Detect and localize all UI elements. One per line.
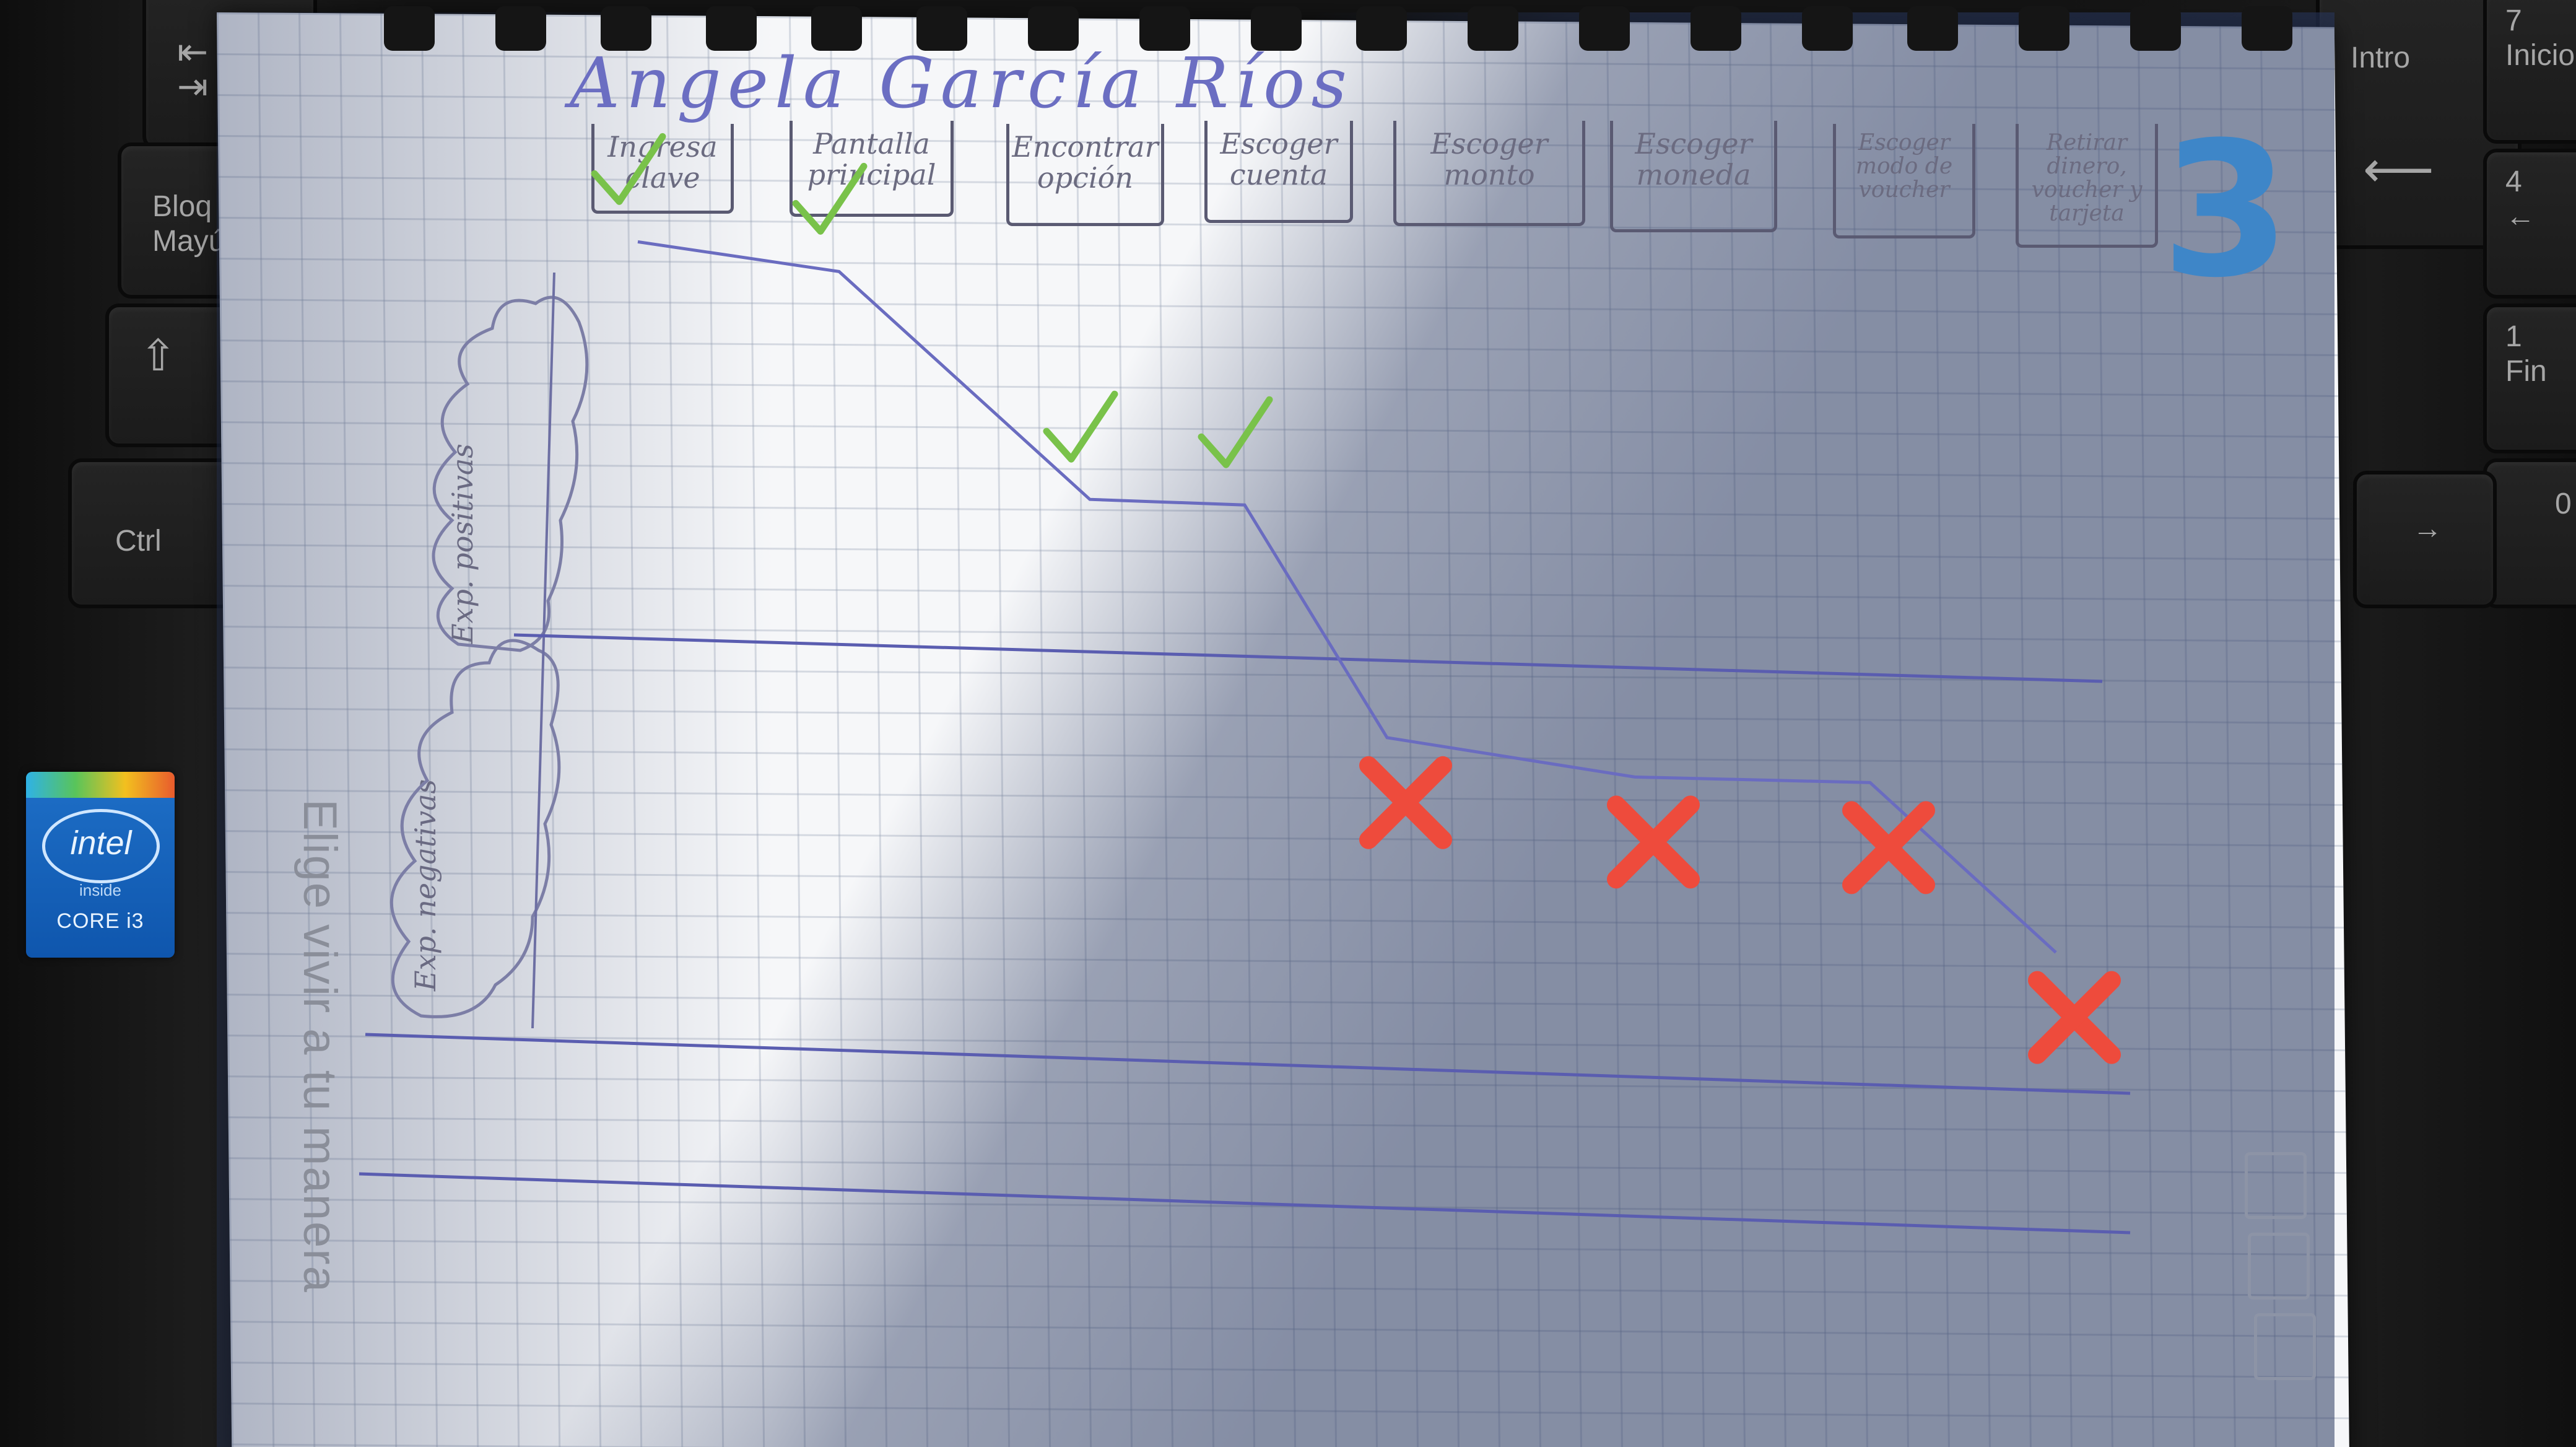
journey-layer <box>591 133 2121 1064</box>
page-checkbox <box>2248 1233 2310 1300</box>
intel-core-text: CORE i3 <box>56 909 144 933</box>
key-numpad-0: 0 <box>2483 458 2576 608</box>
check-mark-icon <box>1198 396 1273 468</box>
key-tab-label: ⇤ ⇥ <box>177 31 209 107</box>
key-shift-label: ⇧ <box>140 331 176 380</box>
key-ctrl-label: Ctrl <box>115 525 162 557</box>
spiral-hole <box>811 6 862 51</box>
key-numpad-4-label: 4 ← <box>2505 165 2535 233</box>
intel-badge: intel inside CORE i3 <box>26 772 175 958</box>
key-numpad-7: 7 Inicio <box>2483 0 2576 144</box>
intel-logo: intel <box>42 809 160 883</box>
spiral-hole <box>384 6 435 51</box>
x-mark-icon <box>2028 971 2121 1064</box>
key-enter-label: Intro <box>2351 42 2411 74</box>
negative-cloud-outline <box>389 639 561 1018</box>
guide-line <box>359 1172 2131 1235</box>
spiral-hole <box>1251 6 1302 51</box>
y-axis-line <box>531 272 555 1029</box>
spiral-hole <box>1907 6 1958 51</box>
check-mark-icon <box>591 133 666 205</box>
enter-arrow: ⟵ <box>2363 142 2434 197</box>
key-numpad-7-label: 7 Inicio <box>2505 4 2575 72</box>
check-mark-icon <box>1043 390 1118 463</box>
spiral-hole <box>1690 6 1741 51</box>
spiral-hole <box>601 6 651 51</box>
spiral-hole <box>1356 6 1407 51</box>
page-checkbox <box>2245 1152 2307 1219</box>
intel-inside-text: inside <box>79 881 121 899</box>
journey-line <box>637 240 2057 954</box>
stage-box-retirar-dinero: Retirar dinero, voucher y tarjeta <box>2016 124 2158 248</box>
spiral-hole <box>2242 6 2292 51</box>
x-mark-stroke <box>1607 795 1700 889</box>
stage-box-ingresa-clave: Ingresa clave <box>591 124 734 214</box>
stage-box-encontrar-opcion: Encontrar opción <box>1006 124 1164 226</box>
baseline-neutral <box>513 633 2103 683</box>
author-name: Angela García Ríos <box>570 43 1353 124</box>
x-mark-stroke <box>1842 801 1935 894</box>
x-mark-icon <box>1842 801 1935 894</box>
positive-cloud-outline <box>432 295 589 652</box>
spiral-hole <box>1139 6 1190 51</box>
spiral-hole <box>1028 6 1079 51</box>
spiral-hole <box>1579 6 1630 51</box>
spiral-hole <box>1468 6 1518 51</box>
stage-box-pantalla-principal: Pantalla principal <box>790 121 954 217</box>
spiral-hole <box>916 6 967 51</box>
key-numpad-1-label: 1 Fin <box>2505 320 2547 388</box>
x-mark-icon <box>1607 795 1700 889</box>
x-mark-stroke <box>2028 971 2121 1064</box>
key-numpad-1: 1 Fin <box>2483 304 2576 453</box>
key-right-arrow: → <box>2353 471 2497 608</box>
spiral-hole <box>2130 6 2181 51</box>
key-numpad-0-label: 0 <box>2555 487 2572 520</box>
stage-box-escoger-monto: Escoger monto <box>1393 121 1585 226</box>
guide-line <box>365 1033 2131 1095</box>
stage-box-escoger-modo-voucher: Escoger modo de voucher <box>1833 124 1975 238</box>
key-right-arrow-label: → <box>2413 512 2442 545</box>
check-mark-icon <box>792 162 868 235</box>
spiral-hole <box>495 6 546 51</box>
page-checkbox <box>2254 1313 2316 1380</box>
key-numpad-4: 4 ← <box>2483 149 2576 299</box>
intel-badge-stripe <box>26 772 175 798</box>
spiral-hole <box>1802 6 1853 51</box>
x-mark-stroke <box>1359 756 1452 849</box>
stage-box-escoger-moneda: Escoger moneda <box>1610 121 1777 232</box>
spiral-hole <box>2019 6 2069 51</box>
page-number: 3 <box>2161 102 2291 318</box>
x-mark-icon <box>1359 756 1452 849</box>
stage-box-escoger-cuenta: Escoger cuenta <box>1204 121 1353 223</box>
spiral-hole <box>706 6 757 51</box>
